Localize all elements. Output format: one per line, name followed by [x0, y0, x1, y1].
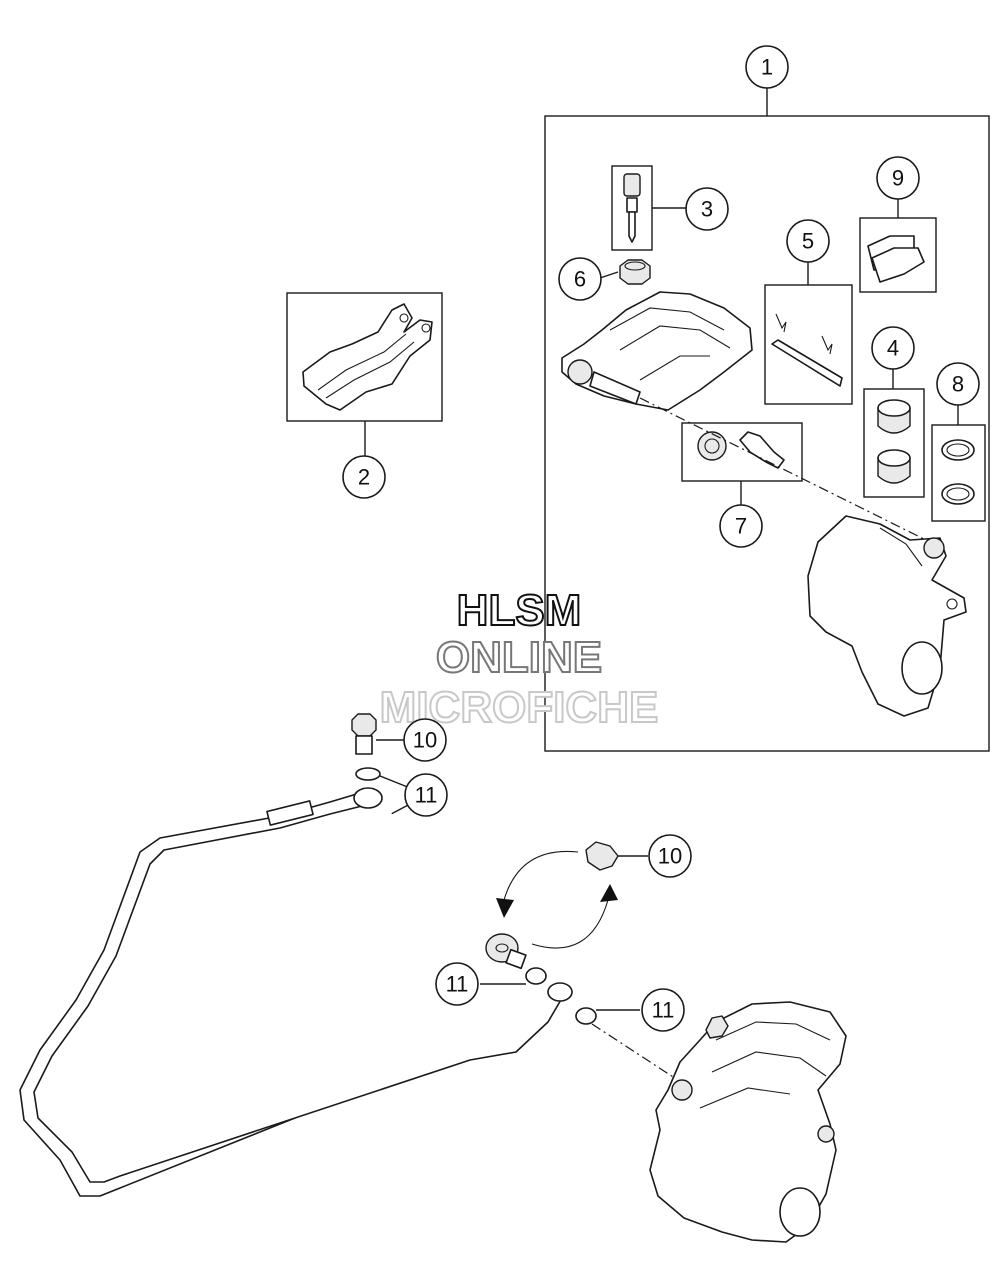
- callout-8: 8: [936, 362, 980, 406]
- callout-11-right: 11: [641, 988, 685, 1032]
- callout-6-label: 6: [574, 267, 586, 292]
- banjo-bolt-upper-part: [351, 713, 404, 755]
- callout-5: 5: [786, 219, 830, 263]
- caliper-body-upper: [561, 291, 753, 411]
- callout-7-label: 7: [735, 514, 747, 539]
- pad-spring-part: [859, 198, 937, 293]
- callout-10-lower-label: 10: [658, 844, 682, 869]
- caliper-assembly-lower: [649, 1001, 847, 1243]
- callout-1-label: 1: [761, 55, 773, 80]
- watermark: HLSM ONLINE MICROFICHE: [379, 585, 660, 733]
- slide-pin-kit-part: [681, 422, 803, 505]
- callout-1: 1: [745, 45, 789, 89]
- callout-2-label: 2: [358, 465, 370, 490]
- callout-10-upper: 10: [403, 718, 447, 762]
- callout-10-upper-label: 10: [413, 728, 437, 753]
- callout-6: 6: [558, 257, 602, 301]
- callout-8-label: 8: [952, 372, 964, 397]
- caliper-bracket-upper: [807, 515, 967, 717]
- washers-lower-part: [480, 967, 640, 1025]
- callout-2: 2: [342, 455, 386, 499]
- callout-11-left-label: 11: [446, 972, 469, 997]
- callout-3-label: 3: [701, 197, 713, 222]
- callout-9: 9: [876, 156, 920, 200]
- piston-part: [863, 369, 925, 498]
- callout-3: 3: [685, 187, 729, 231]
- callout-5-label: 5: [802, 229, 814, 254]
- callout-11-left: 11: [435, 962, 479, 1006]
- brake-hose-part: [19, 787, 573, 1197]
- banjo-fitting-lower-part: [485, 933, 527, 970]
- watermark-line-2: ONLINE: [436, 633, 602, 682]
- pad-pin-part: [764, 262, 853, 405]
- callout-7: 7: [719, 504, 763, 548]
- callout-4: 4: [871, 326, 915, 370]
- callout-10-lower: 10: [648, 834, 692, 878]
- callout-11-upper: 11: [404, 773, 448, 817]
- brake-pad-part: [286, 292, 443, 456]
- piston-seal-part: [931, 405, 986, 522]
- callout-11-right-label: 11: [652, 998, 675, 1023]
- callout-9-label: 9: [892, 166, 904, 191]
- pin-axis-upper: [639, 397, 935, 545]
- watermark-line-1: HLSM: [457, 586, 582, 635]
- rotation-arrows: [496, 850, 618, 949]
- banjo-bolt-lower-part: [585, 841, 648, 871]
- bleeder-valve-part: [611, 165, 686, 251]
- callout-11-upper-label: 11: [415, 783, 438, 808]
- watermark-line-3: MICROFICHE: [380, 683, 659, 732]
- dust-cap-part: [599, 259, 651, 285]
- callout-4-label: 4: [887, 336, 899, 361]
